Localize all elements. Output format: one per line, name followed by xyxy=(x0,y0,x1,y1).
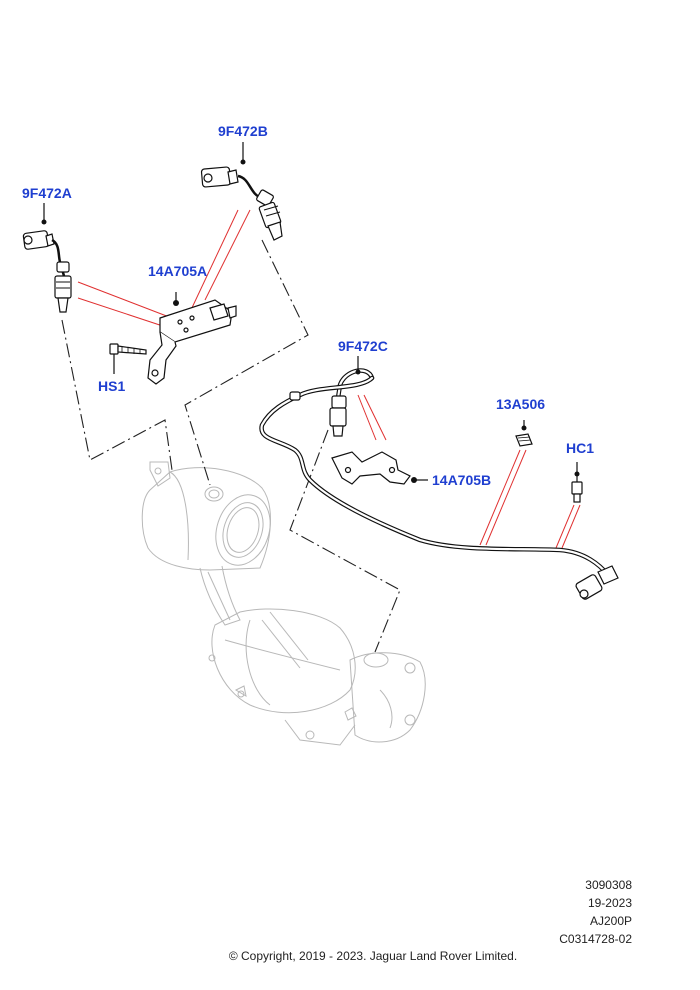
reference-line-2: 19-2023 xyxy=(587,896,632,910)
label-13a506[interactable]: 13A506 xyxy=(496,396,545,412)
bolt-hc1[interactable] xyxy=(571,462,583,503)
catalytic-converter-ghost xyxy=(141,461,426,746)
copyright-notice: © Copyright, 2019 - 2023. Jaguar Land Ro… xyxy=(228,949,518,963)
assembly-lines xyxy=(61,239,401,653)
reference-line-1: 3090308 xyxy=(585,878,632,892)
reference-line-4: C0314728-02 xyxy=(559,932,632,946)
oxygen-sensor-b[interactable] xyxy=(200,166,283,241)
label-14a705a[interactable]: 14A705A xyxy=(148,263,207,279)
bracket-14a705b[interactable] xyxy=(331,451,428,485)
bracket-14a705a[interactable] xyxy=(147,292,237,385)
oxygen-sensor-c[interactable] xyxy=(259,368,619,601)
leader-lines xyxy=(77,209,581,549)
label-9f472c[interactable]: 9F472C xyxy=(338,338,388,354)
label-9f472b[interactable]: 9F472B xyxy=(218,123,268,139)
reference-line-3: AJ200P xyxy=(589,914,632,928)
label-9f472a[interactable]: 9F472A xyxy=(22,185,72,201)
label-hc1[interactable]: HC1 xyxy=(566,440,594,456)
label-14a705b[interactable]: 14A705B xyxy=(432,472,491,488)
label-hs1[interactable]: HS1 xyxy=(98,378,125,394)
oxygen-sensor-a[interactable] xyxy=(22,230,72,313)
callout-connectors xyxy=(41,142,361,375)
bolt-hs1[interactable] xyxy=(109,343,147,374)
clip-13a506[interactable] xyxy=(515,420,533,447)
